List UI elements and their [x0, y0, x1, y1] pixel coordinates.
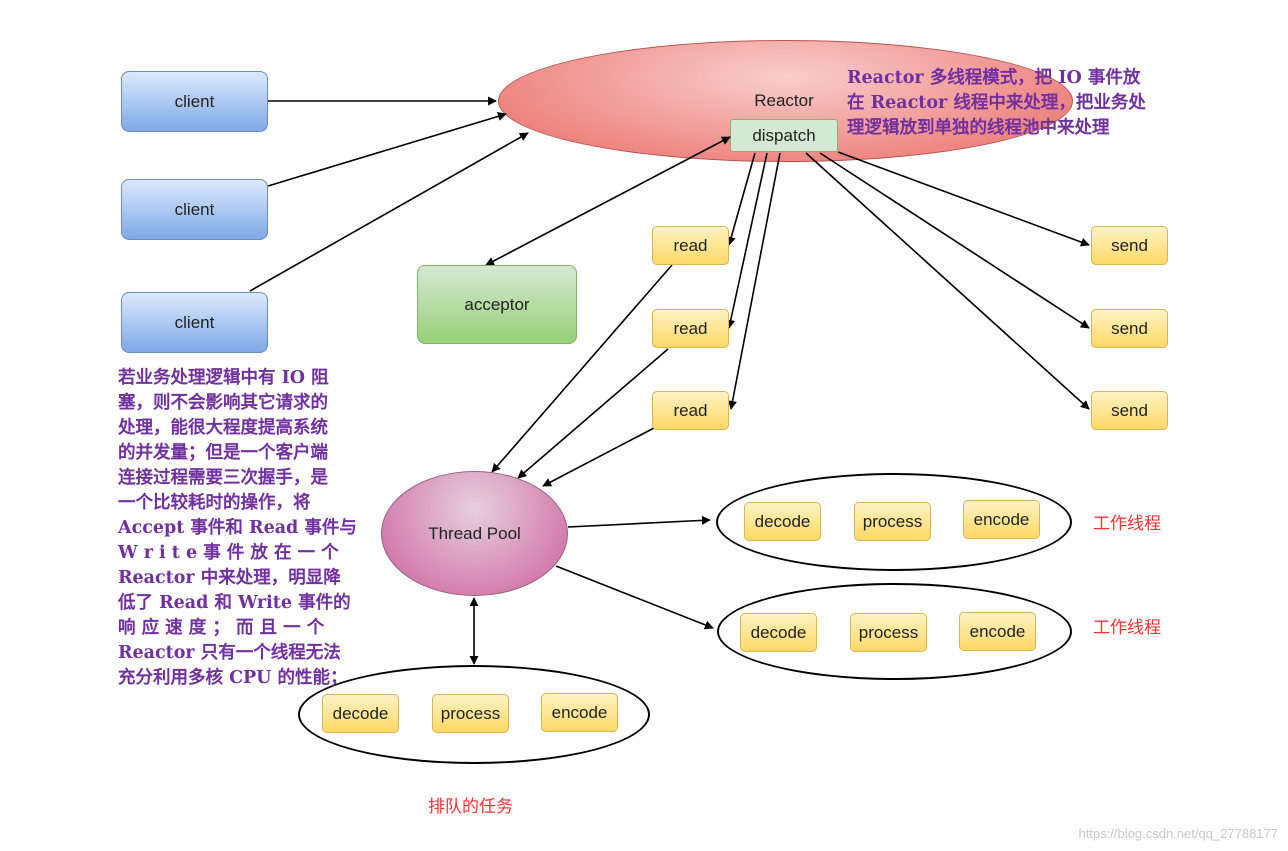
worker-thread-label-1: 工作线程	[1093, 514, 1161, 533]
arrow-dispatch-read3	[728, 152, 781, 410]
decode-node: decode	[740, 613, 817, 652]
client-node-3: client	[121, 292, 268, 353]
process-node: process	[850, 613, 927, 652]
note-line: 在 Reactor 线程中来处理，把业务处	[847, 93, 1146, 113]
note-line: Reactor 只有一个线程无法	[118, 643, 341, 663]
arrow-dispatch-send3	[805, 152, 1090, 410]
arrow-dispatch-read2	[726, 152, 768, 329]
send-node-1: send	[1091, 226, 1168, 265]
worker-thread-label-2: 工作线程	[1093, 618, 1161, 637]
read-node-2: read	[652, 309, 729, 348]
note-line: Reactor 中来处理，明显降	[118, 568, 341, 588]
client-node-2: client	[121, 179, 268, 240]
dispatch-node: dispatch	[730, 119, 838, 152]
arrow-dispatch-send2	[819, 152, 1090, 329]
note-line: 处理，能很大程度提高系统	[118, 418, 328, 438]
send-node-2: send	[1091, 309, 1168, 348]
queued-tasks-group	[298, 665, 650, 764]
process-node: process	[854, 502, 931, 541]
worker-group-2	[717, 583, 1072, 680]
note-line: W r i t e 事 件 放 在 一 个	[118, 543, 339, 563]
arrow-read1-threadpool	[491, 264, 673, 473]
arrow-dispatch-read1	[726, 152, 756, 246]
note-line: 充分利用多核 CPU 的性能；	[118, 668, 348, 688]
read-node-1: read	[652, 226, 729, 265]
arrow-dispatch-acceptor	[485, 136, 731, 266]
note-line: 的并发量；但是一个客户端	[118, 443, 328, 463]
note-line: 塞，则不会影响其它请求的	[118, 393, 328, 413]
process-node: process	[432, 694, 509, 733]
watermark-text: https://blog.csdn.net/qq_27788177	[1078, 826, 1279, 841]
acceptor-node: acceptor	[417, 265, 577, 344]
arrow-threadpool-worker2	[555, 565, 714, 630]
arrow-dispatch-send1	[837, 151, 1090, 247]
reactor-description-note: Reactor 多线程模式，把 IO 事件放 在 Reactor 线程中来处理，…	[847, 66, 1183, 141]
note-line: 低了 Read 和 Write 事件的	[118, 593, 351, 613]
encode-node: encode	[959, 612, 1036, 651]
note-line: Reactor 多线程模式，把 IO 事件放	[847, 68, 1141, 88]
note-line: 连接过程需要三次握手，是	[118, 468, 328, 488]
arrow-read3-threadpool	[542, 427, 655, 487]
arrow-threadpool-worker1	[567, 515, 711, 528]
note-line: 一个比较耗时的操作，将	[118, 493, 311, 513]
arrow-client2-reactor	[267, 112, 507, 187]
note-line: 若业务处理逻辑中有 IO 阻	[118, 368, 329, 388]
note-line: 理逻辑放到单独的线程池中来处理	[847, 118, 1110, 138]
thread-pool-node: Thread Pool	[381, 471, 568, 596]
reactor-label: Reactor	[754, 91, 814, 110]
encode-node: encode	[541, 693, 618, 732]
note-line: Accept 事件和 Read 事件与	[118, 518, 357, 538]
arrow-client3-reactor	[249, 132, 529, 292]
note-line: 响 应 速 度 ； 而 且 一 个	[118, 618, 325, 638]
queued-tasks-label: 排队的任务	[428, 797, 513, 816]
client-node-1: client	[121, 71, 268, 132]
arrow-read2-threadpool	[517, 348, 669, 479]
decode-node: decode	[744, 502, 821, 541]
decode-node: decode	[322, 694, 399, 733]
worker-group-1	[716, 473, 1072, 571]
drawback-description-note: 若业务处理逻辑中有 IO 阻 塞，则不会影响其它请求的 处理，能很大程度提高系统…	[118, 366, 380, 691]
encode-node: encode	[963, 500, 1040, 539]
read-node-3: read	[652, 391, 729, 430]
send-node-3: send	[1091, 391, 1168, 430]
